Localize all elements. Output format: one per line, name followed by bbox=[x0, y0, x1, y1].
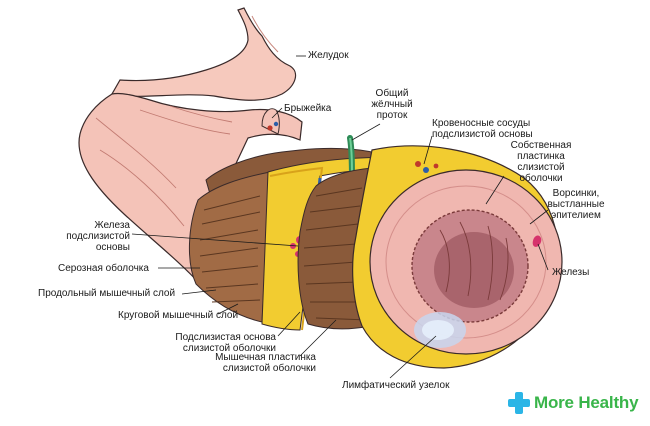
label-serosa: Серозная оболочка bbox=[58, 263, 149, 274]
medical-cross-icon bbox=[508, 392, 530, 414]
label-glands: Железы bbox=[552, 267, 590, 278]
leader-lines bbox=[131, 55, 549, 379]
label-lamina-propria: Собственная пластинка слизистой оболочки bbox=[510, 140, 572, 184]
label-mesentery: Брыжейка bbox=[284, 103, 332, 114]
stomach-shape bbox=[111, 7, 297, 101]
brand-logo: More Healthy bbox=[508, 390, 639, 416]
label-submucosa: Подслизистая основа слизистой оболочки bbox=[175, 332, 276, 354]
label-circular-muscle: Круговой мышечный слой bbox=[118, 310, 239, 321]
label-lymph-node: Лимфатический узелок bbox=[342, 380, 450, 391]
label-blood-vessels: Кровеносные сосуды подслизистой основы bbox=[432, 118, 533, 140]
label-bile-duct: Общий жёлчный проток bbox=[371, 88, 413, 121]
serosa-tube bbox=[78, 92, 303, 286]
label-submucosal-gland: Железа подслизистой основы bbox=[66, 220, 130, 253]
gland-mark bbox=[532, 235, 542, 247]
label-villi: Ворсинки, выстланные эпителием bbox=[547, 188, 605, 221]
brand-name: More Healthy bbox=[534, 393, 639, 412]
label-stomach: Желудок bbox=[308, 50, 349, 61]
label-muscularis-mucosae: Мышечная пластинка слизистой оболочки bbox=[215, 352, 316, 374]
label-longitudinal-muscle: Продольный мышечный слой bbox=[38, 288, 176, 299]
